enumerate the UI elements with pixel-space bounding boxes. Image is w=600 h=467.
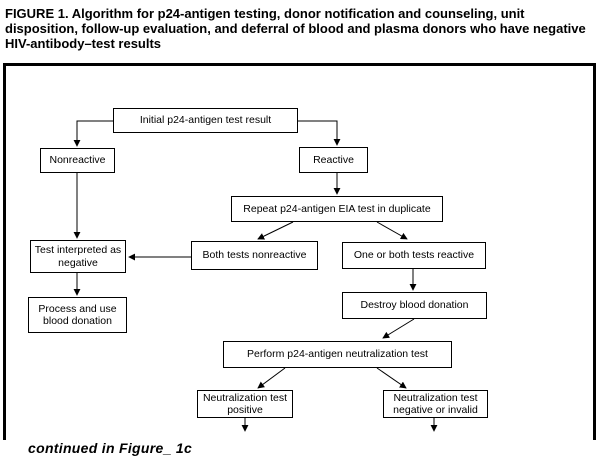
node-destroy-blood-donation: Destroy blood donation: [342, 292, 487, 319]
node-initial-p24-test-result: Initial p24-antigen test result: [113, 108, 298, 133]
node-process-and-use-donation: Process and use blood donation: [28, 297, 127, 333]
node-both-tests-nonreactive: Both tests nonreactive: [191, 241, 318, 270]
node-neutralization-test-negative-invalid: Neutralization test negative or invalid: [383, 390, 488, 418]
node-one-or-both-tests-reactive: One or both tests reactive: [342, 242, 486, 269]
node-reactive: Reactive: [299, 147, 368, 173]
node-test-interpreted-negative: Test interpreted as negative: [30, 240, 126, 273]
figure-title: FIGURE 1. Algorithm for p24-antigen test…: [5, 6, 586, 51]
node-nonreactive: Nonreactive: [40, 148, 115, 173]
node-repeat-eia-duplicate: Repeat p24-antigen EIA test in duplicate: [231, 196, 443, 222]
node-perform-neutralization-test: Perform p24-antigen neutralization test: [223, 341, 452, 368]
node-neutralization-test-positive: Neutralization test positive: [197, 390, 293, 418]
continuation-note: continued in Figure_ 1c: [28, 440, 193, 456]
